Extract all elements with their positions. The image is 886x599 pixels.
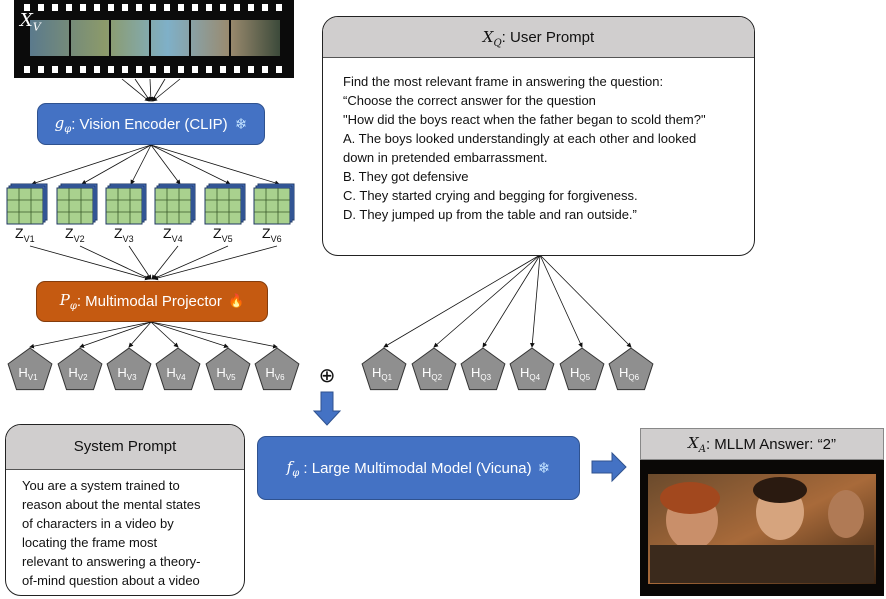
token-pentagon: HQ6 [608,347,654,391]
feature-label: ZV2 [65,225,85,244]
user-prompt-title: : User Prompt [501,29,595,46]
prompt-line: "How did the boys react when the father … [343,112,706,127]
feature-label: ZV1 [15,225,35,244]
token-pentagon: HQ2 [411,347,457,391]
snowflake-icon: ❄ [234,115,248,133]
token-pentagon: HQ5 [559,347,605,391]
prompt-line: of characters in a video by [22,516,174,531]
prompt-line: of-mind question about a video [22,573,200,588]
llm-symbol: fφ [286,457,300,479]
feature-grid [204,183,246,225]
feature-grid [56,183,98,225]
encoder-label: : Vision Encoder (CLIP) [71,115,232,133]
encoder-symbol: gφ [54,113,72,135]
arrows-prompt-to-query-tokens [383,254,632,348]
prompt-line: You are a system trained to [22,478,180,493]
user-prompt-box: XQ: User Prompt Find the most relevant f… [322,16,755,256]
token-pentagon: HV3 [106,347,152,391]
token-pentagon: HV6 [254,347,300,391]
concat-symbol: ⊕ [319,363,336,387]
feature-grid [154,183,196,225]
video-label: XV [20,10,41,34]
user-prompt-header: XQ: User Prompt [323,17,754,58]
prompt-line: A. The boys looked understandingly at ea… [343,131,697,146]
svg-text:HQ5: HQ5 [570,365,591,382]
feature-label: ZV3 [114,225,134,244]
snowflake-icon: ❄ [537,459,551,477]
svg-text:HV5: HV5 [216,365,236,382]
svg-text:HQ4: HQ4 [520,365,541,382]
projector-label: : Multimodal Projector [76,293,227,310]
right-arrow [591,451,627,483]
svg-text:HQ6: HQ6 [619,365,640,382]
answer-symbol: XA [688,433,706,455]
system-prompt-text: You are a system trained to reason about … [6,470,244,590]
svg-text:HQ2: HQ2 [422,365,443,382]
feature-label: ZV5 [213,225,233,244]
answer-header: XA: MLLM Answer: “2” [640,428,884,460]
token-pentagon: HQ3 [460,347,506,391]
llm-label: : Large Multimodal Model (Vicuna) [299,459,536,477]
token-pentagon: HQ1 [361,347,407,391]
visual-token-row: HV1 HV2 HV3 HV4 HV5 HV6 [7,347,300,391]
prompt-line: relevant to answering a theory- [22,554,201,569]
token-pentagon: HV1 [7,347,53,391]
feature-grid [105,183,147,225]
prompt-line: D. They jumped up from the table and ran… [343,207,637,222]
prompt-line: “Choose the correct answer for the quest… [343,93,596,108]
down-arrow [312,391,342,426]
video-film-strip [14,0,294,78]
projector-symbol: Pφ [59,291,77,312]
arrows-features-to-projector [29,245,278,281]
flame-icon: 🔥 [228,294,245,309]
vision-encoder-box[interactable]: gφ : Vision Encoder (CLIP) ❄ [37,103,265,145]
svg-text:HQ3: HQ3 [471,365,492,382]
user-prompt-text: Find the most relevant frame in answerin… [323,58,754,224]
large-multimodal-model-box[interactable]: fφ : Large Multimodal Model (Vicuna) ❄ [257,436,580,500]
prompt-line: down in pretended embarrassment. [343,150,548,165]
multimodal-projector-box[interactable]: Pφ : Multimodal Projector 🔥 [36,281,268,322]
svg-text:HV3: HV3 [117,365,137,382]
prompt-line: C. They started crying and begging for f… [343,188,638,203]
user-prompt-symbol: XQ [482,28,502,49]
visual-feature-grids [6,183,295,225]
arrows-projector-to-tokens [29,321,278,349]
token-pentagon: HV5 [205,347,251,391]
system-prompt-box: System Prompt You are a system trained t… [5,424,245,596]
feature-grid [6,183,48,225]
svg-text:HV6: HV6 [265,365,285,382]
svg-text:HQ1: HQ1 [372,365,393,382]
arrows-encoder-to-features [31,144,280,186]
answer-text: : MLLM Answer: “2” [705,435,836,453]
svg-text:HV1: HV1 [18,365,38,382]
prompt-line: reason about the mental states [22,497,201,512]
query-token-row: HQ1 HQ2 HQ3 HQ4 HQ5 HQ6 [361,347,654,391]
token-pentagon: HV4 [155,347,201,391]
token-pentagon: HV2 [57,347,103,391]
feature-grid [253,183,295,225]
svg-text:HV4: HV4 [166,365,186,382]
prompt-line: locating the frame most [22,535,158,550]
prompt-line: Find the most relevant frame in answerin… [343,74,664,89]
answer-frame-image [640,460,884,596]
token-pentagon: HQ4 [509,347,555,391]
svg-text:HV2: HV2 [68,365,88,382]
system-prompt-header: System Prompt [6,425,244,470]
arrows-video-to-encoder [121,78,181,102]
feature-label: ZV4 [163,225,183,244]
prompt-line: B. They got defensive [343,169,469,184]
feature-label: ZV6 [262,225,282,244]
